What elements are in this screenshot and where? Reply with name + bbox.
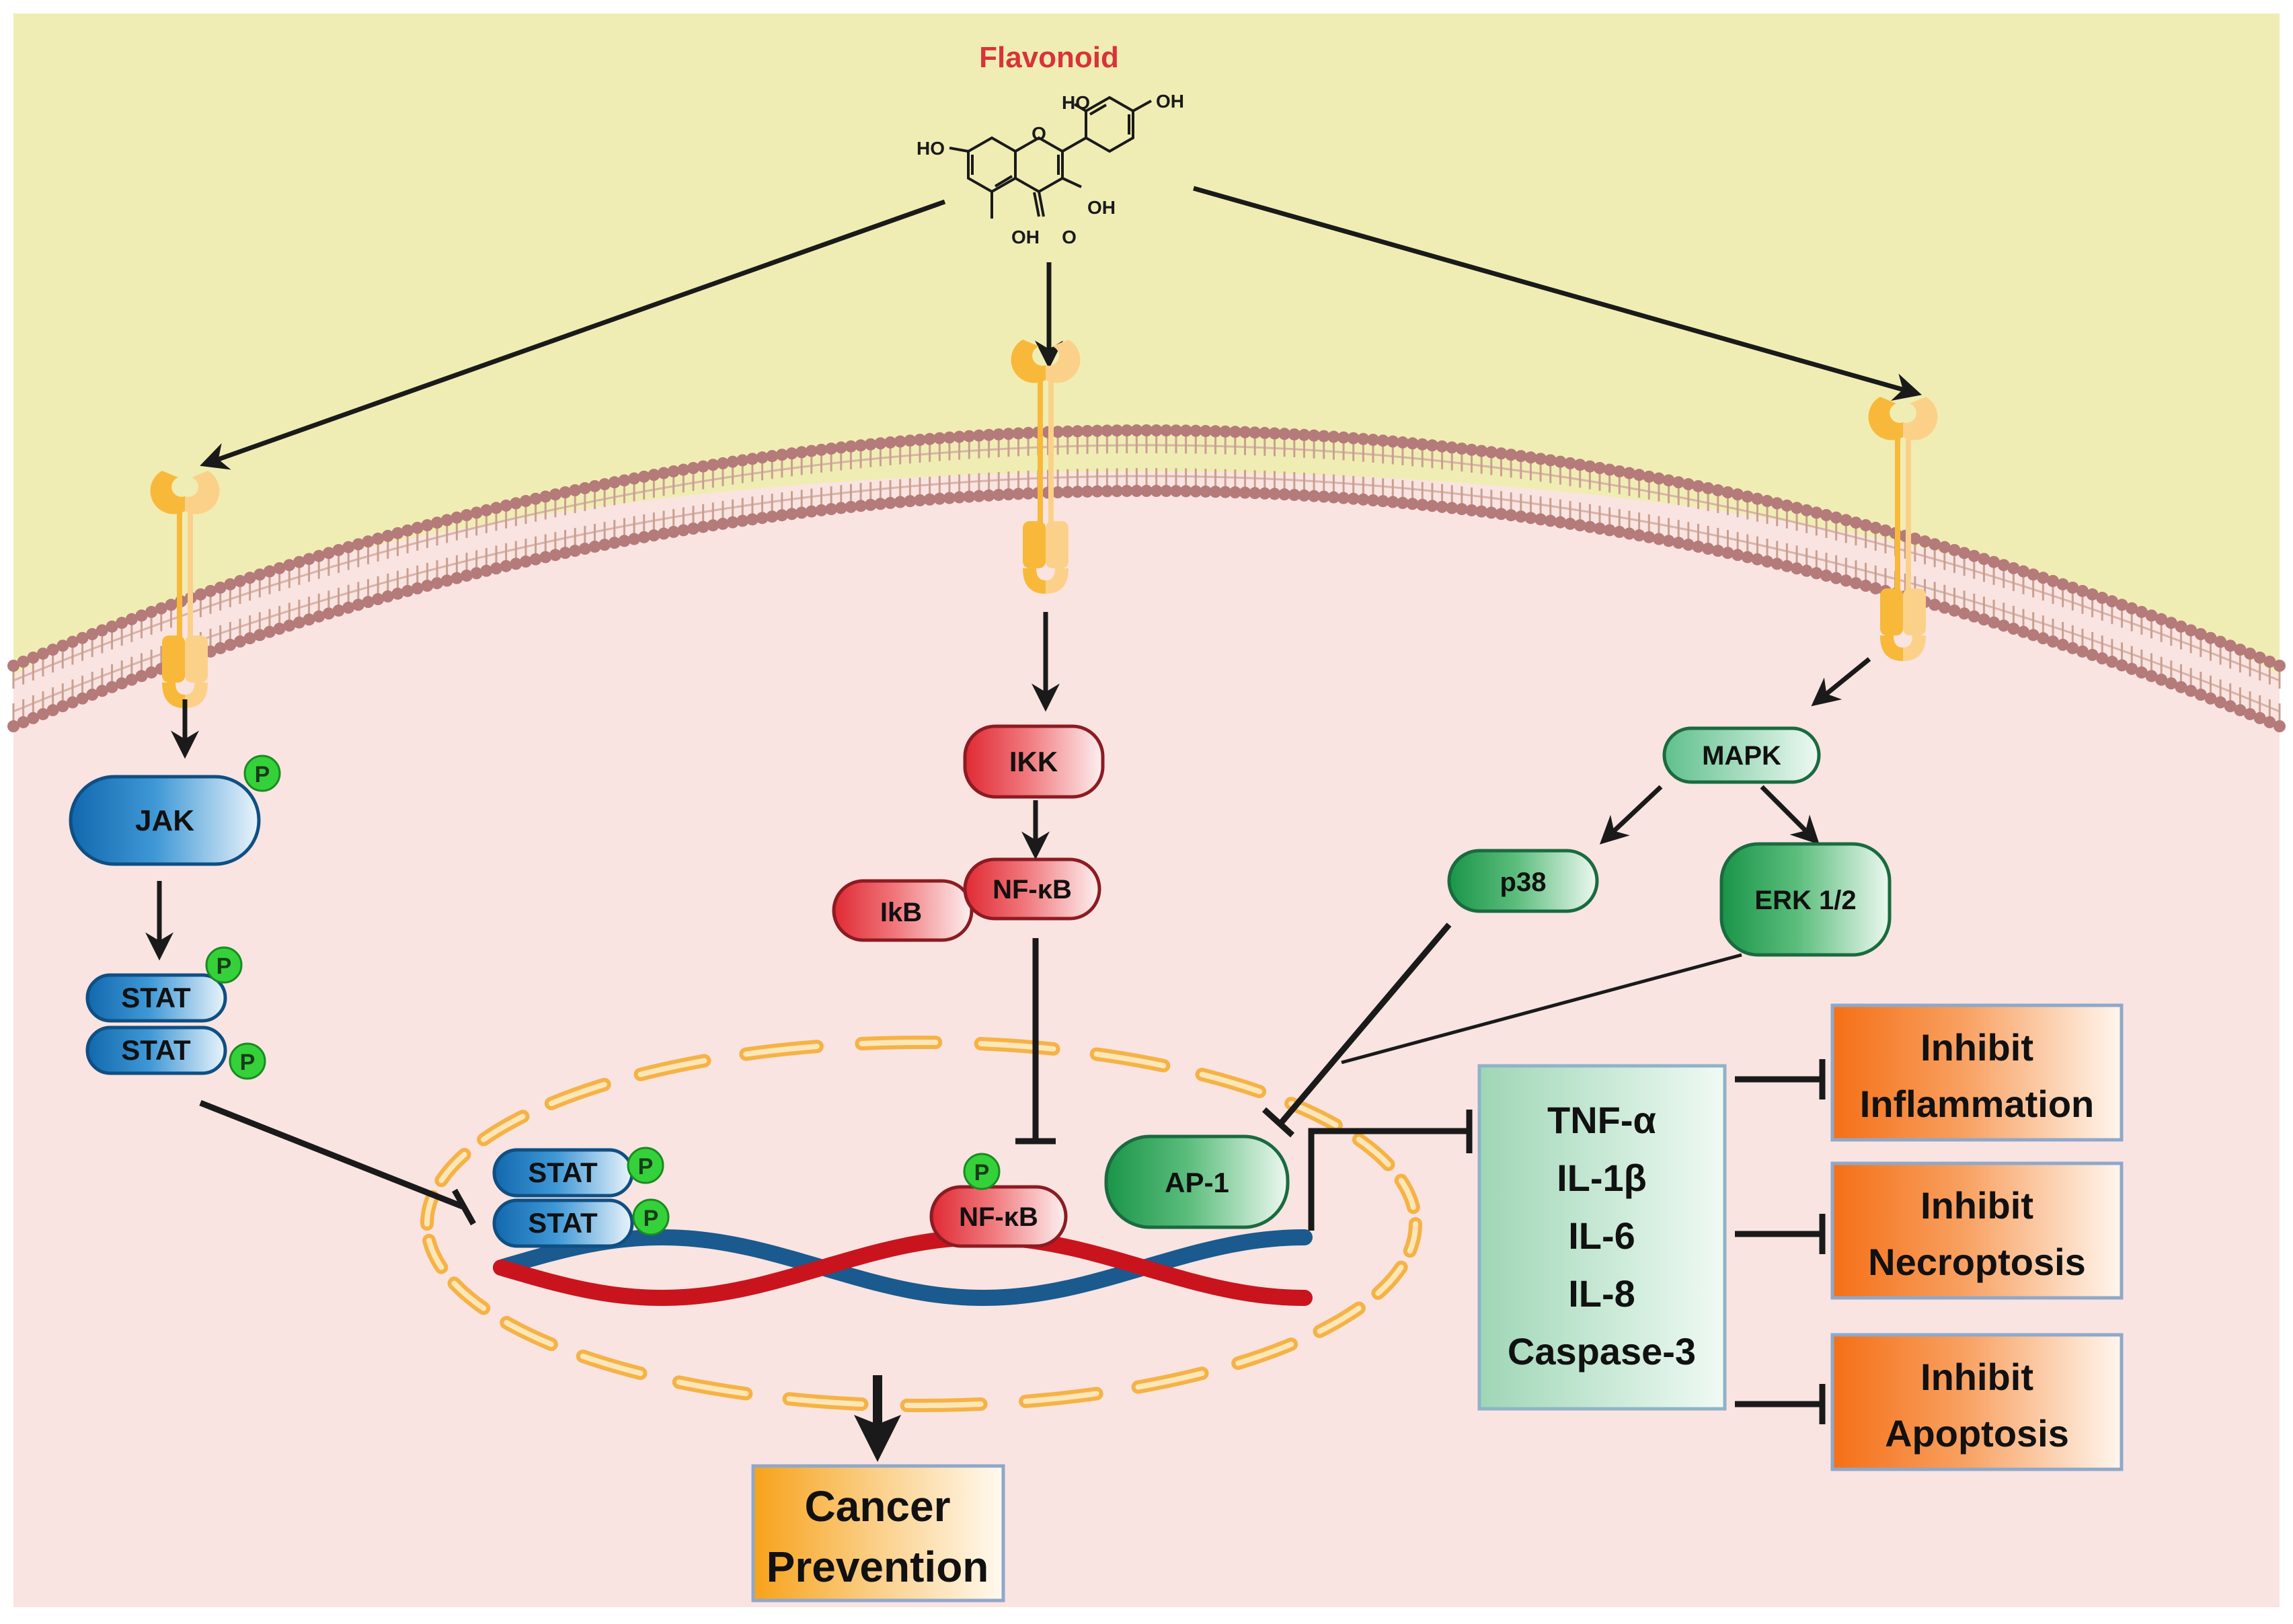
stat-nucleus-label-1: STAT (528, 1157, 598, 1188)
flavonoid-molecule (949, 95, 1152, 219)
receptor-center (1011, 340, 1081, 594)
arrow-receptor-to-mapk (1811, 657, 1871, 707)
stat-label-1: STAT (121, 982, 191, 1013)
molecule-label-oh-top: OH (1156, 91, 1184, 112)
arrow-flavonoid-to-right-receptor (1193, 186, 1922, 401)
p38-node: p38 (1447, 849, 1599, 913)
inhibit-bar-stat (452, 1188, 476, 1226)
nucleus-envelope (420, 1035, 1422, 1413)
jak-node: JAK (69, 775, 261, 866)
molecule-label-oh-right: OH (1087, 197, 1116, 218)
cell-membrane (7, 424, 2286, 732)
erk-to-ap1-line (1341, 953, 1742, 1065)
nfkb-nucleus-label: NF-κB (959, 1202, 1038, 1232)
ikk-label: IKK (1009, 746, 1058, 777)
mapk-label: MAPK (1702, 741, 1781, 771)
phospho-stat-nucleus-2: P (632, 1198, 670, 1236)
phospho-stat-nucleus-1: P (627, 1147, 664, 1184)
phospho-stat-1: P (205, 946, 243, 984)
arrow-mapk-to-erk (1760, 785, 1820, 845)
cytokine-item: IL-1β (1557, 1157, 1647, 1199)
flavonoid-title: Flavonoid (979, 41, 1119, 74)
outcome-line-1: Inhibit (1920, 1184, 2033, 1227)
cytokine-item: Caspase-3 (1508, 1330, 1696, 1372)
p38-label: p38 (1500, 867, 1547, 897)
inhibit-bar-ap1 (1261, 1107, 1295, 1138)
cytokine-item: IL-8 (1568, 1272, 1635, 1315)
receptor-right (1868, 397, 1938, 661)
nfkb-label: NF-κB (993, 875, 1072, 904)
stat-dimer-nucleus: STAT STAT (492, 1148, 634, 1248)
erk-node: ERK 1/2 (1719, 842, 1892, 957)
phospho-label: P (974, 1160, 990, 1186)
inhibit-line-ap1-cytokines (1308, 1128, 1469, 1231)
ap1-node: AP-1 (1104, 1134, 1290, 1229)
ap1-label: AP-1 (1165, 1167, 1229, 1198)
molecule-label-ring-o: O (1032, 123, 1046, 144)
inhibit-line-p38 (1278, 923, 1452, 1125)
inhibit-line-stat (199, 1099, 465, 1210)
arrow-mapk-to-p38 (1599, 785, 1663, 845)
outcome-line-2: Apoptosis (1885, 1412, 2069, 1455)
dna-helix (493, 1229, 1313, 1307)
phospho-stat-2: P (229, 1042, 266, 1080)
outcome-line-2: Inflammation (1860, 1083, 2094, 1125)
phospho-jak: P (243, 755, 281, 792)
mapk-node: MAPK (1662, 726, 1821, 784)
nfkb-node-cytoplasm: NF-κB (963, 857, 1101, 921)
stat-dimer-cytoplasm: STAT STAT (85, 973, 227, 1075)
outcome-line-1: Inhibit (1920, 1356, 2033, 1398)
cytokine-item: IL-6 (1568, 1214, 1635, 1257)
phospho-label: P (255, 762, 270, 787)
phospho-label: P (638, 1154, 654, 1180)
cancer-prevention-box: Cancer Prevention (751, 1464, 1005, 1602)
phospho-nfkb-nucleus: P (963, 1153, 1001, 1190)
ikk-node: IKK (963, 724, 1105, 799)
ikb-label: IkB (880, 898, 922, 927)
stat-label-2: STAT (121, 1034, 191, 1066)
molecule-label-o-bottom: O (1062, 227, 1077, 247)
phospho-label: P (644, 1206, 659, 1231)
molecule-label-oh-bottom: OH (1011, 227, 1040, 247)
molecule-label-ho-left: HO (917, 138, 945, 159)
stat-nucleus-label-2: STAT (528, 1207, 598, 1239)
arrow-flavonoid-to-left-receptor (200, 199, 946, 470)
phospho-label: P (217, 954, 232, 979)
outcome-line-2: Necroptosis (1868, 1241, 2086, 1283)
erk-label: ERK 1/2 (1754, 886, 1856, 915)
receptor-left (150, 471, 220, 708)
cancer-line-1: Cancer (805, 1482, 951, 1531)
phospho-label: P (240, 1050, 256, 1075)
molecule-label-ho-top: HO (1062, 92, 1090, 113)
jak-label: JAK (135, 804, 194, 837)
cancer-line-2: Prevention (767, 1543, 989, 1591)
outcome-line-1: Inhibit (1920, 1026, 2033, 1069)
nfkb-node-nucleus: NF-κB (929, 1185, 1068, 1248)
cytokine-item: TNF-α (1547, 1099, 1656, 1141)
ikb-node: IkB (832, 879, 974, 942)
